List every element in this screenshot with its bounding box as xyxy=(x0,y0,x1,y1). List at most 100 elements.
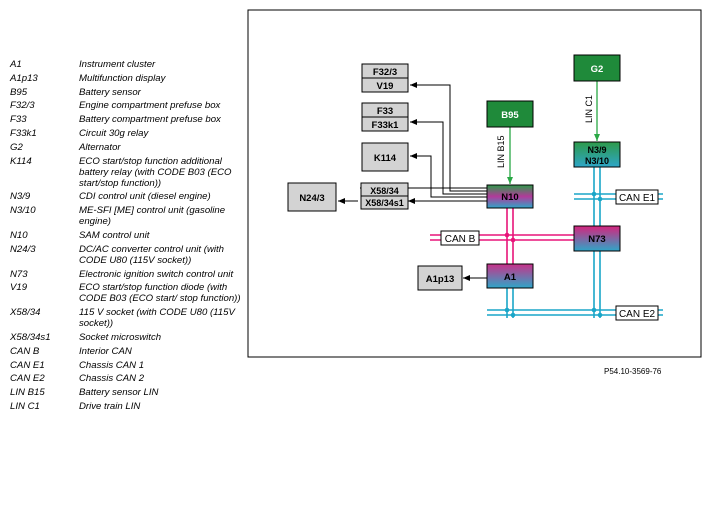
lin-c1-label: LIN C1 xyxy=(584,95,594,123)
box-a1p13: A1p13 xyxy=(417,265,463,291)
svg-text:V19: V19 xyxy=(377,81,394,92)
legend-item: N3/9 CDI control unit (diesel engine) xyxy=(10,191,242,202)
legend-code: N24/3 xyxy=(10,243,36,255)
legend-description: Chassis CAN 1 xyxy=(79,359,145,371)
legend-description: Instrument cluster xyxy=(79,59,156,70)
legend-description: Interior CAN xyxy=(79,345,132,357)
svg-text:A1: A1 xyxy=(504,272,517,283)
legend-code: LIN C1 xyxy=(10,400,40,412)
legend-item: B95 Battery sensor xyxy=(10,87,242,98)
svg-text:N3/9: N3/9 xyxy=(587,145,606,155)
legend-description: Alternator xyxy=(79,141,121,153)
box-k114: K114 xyxy=(361,142,409,172)
legend-code: A1 xyxy=(10,59,22,70)
svg-text:N73: N73 xyxy=(588,234,605,245)
lin-b15-label: LIN B15 xyxy=(496,135,506,168)
legend-item: LIN C1 Drive train LIN xyxy=(10,401,242,412)
box-n10: N10 xyxy=(486,184,534,209)
legend-description: Battery sensor xyxy=(79,86,141,98)
legend-description: CDI control unit (diesel engine) xyxy=(79,191,211,203)
junction-dots xyxy=(504,191,603,318)
box-b95: B95 xyxy=(486,100,534,128)
svg-text:N24/3: N24/3 xyxy=(299,193,324,204)
legend-description: Multifunction display xyxy=(79,72,166,84)
legend-item: N73 Electronic ignition switch control un… xyxy=(10,269,242,280)
label-can-b: CAN B xyxy=(440,230,480,246)
legend-code: CAN B xyxy=(10,345,40,357)
legend-item: N10 SAM control unit xyxy=(10,230,242,241)
legend-item: N24/3 DC/AC converter control unit (with … xyxy=(10,244,242,266)
legend-item: CAN B Interior CAN xyxy=(10,346,242,357)
box-x58-34: X58/34 X58/34s1 xyxy=(360,182,409,210)
figure-reference: P54.10-3569-76 xyxy=(604,367,662,376)
legend-item: K114 ECO start/stop function additional b… xyxy=(10,156,242,189)
box-g2: G2 xyxy=(573,54,621,82)
label-can-e2: CAN E2 xyxy=(615,305,659,321)
legend-code: V19 xyxy=(10,282,28,294)
legend-code: N73 xyxy=(10,268,28,280)
legend-code: X58/34 xyxy=(10,307,41,319)
legend-code: N10 xyxy=(10,229,28,241)
svg-text:CAN E2: CAN E2 xyxy=(619,309,656,320)
legend-item: F33k1 Circuit 30g relay xyxy=(10,128,242,139)
legend-code: A1p13 xyxy=(10,72,38,84)
legend-item: A1p13 Multifunction display xyxy=(10,73,242,84)
legend-description: SAM control unit xyxy=(79,229,150,241)
svg-text:K114: K114 xyxy=(374,153,397,164)
box-n73: N73 xyxy=(573,225,621,252)
legend-code: B95 xyxy=(10,86,28,98)
legend-item: X58/34 115 V socket (with CODE U80 (115V … xyxy=(10,307,242,329)
box-n3: N3/9 N3/10 xyxy=(573,141,621,168)
legend-description: DC/AC converter control unit (with CODE … xyxy=(79,243,225,266)
legend-description: Electronic ignition switch control unit xyxy=(79,268,234,280)
svg-text:F33k1: F33k1 xyxy=(372,120,400,131)
legend-code: F33k1 xyxy=(10,127,37,139)
legend-code: CAN E2 xyxy=(10,373,45,385)
legend-description: Socket microswitch xyxy=(79,331,162,343)
legend-item: F33 Battery compartment prefuse box xyxy=(10,114,242,125)
legend-item: CAN E2 Chassis CAN 2 xyxy=(10,373,242,384)
legend-code: F32/3 xyxy=(10,100,35,112)
legend-item: LIN B15 Battery sensor LIN xyxy=(10,387,242,398)
label-can-e1: CAN E1 xyxy=(615,189,659,205)
svg-text:A1p13: A1p13 xyxy=(426,274,455,285)
legend-item: A1 Instrument cluster xyxy=(10,59,242,70)
legend-code: CAN E1 xyxy=(10,359,45,371)
legend-code: F33 xyxy=(10,114,27,126)
svg-text:CAN B: CAN B xyxy=(445,234,476,245)
legend-code: N3/10 xyxy=(10,205,36,217)
box-f32-3: F32/3 V19 xyxy=(361,63,409,93)
legend-code: N3/9 xyxy=(10,191,31,203)
legend-description: Drive train LIN xyxy=(79,400,141,412)
legend-description: Battery sensor LIN xyxy=(79,387,159,399)
legend-item: CAN E1 Chassis CAN 1 xyxy=(10,360,242,371)
legend-code: X58/34s1 xyxy=(10,331,51,343)
box-n24-3: N24/3 xyxy=(287,182,337,212)
legend-item: F32/3 Engine compartment prefuse box xyxy=(10,100,242,111)
legend-description: Chassis CAN 2 xyxy=(79,373,145,385)
legend-description: Engine compartment prefuse box xyxy=(79,100,221,112)
svg-text:G2: G2 xyxy=(591,64,604,75)
legend-item: X58/34s1 Socket microswitch xyxy=(10,332,242,343)
legend-description: ME-SFI [ME] control unit (gasoline engin… xyxy=(79,205,226,228)
legend-description: Circuit 30g relay xyxy=(79,127,149,139)
box-a1: A1 xyxy=(486,263,534,289)
svg-text:N3/10: N3/10 xyxy=(585,156,609,166)
legend-code: LIN B15 xyxy=(10,387,45,399)
svg-text:N10: N10 xyxy=(501,192,518,203)
svg-text:F33: F33 xyxy=(377,106,393,117)
legend-description: 115 V socket (with CODE U80 (115V socket… xyxy=(79,307,235,330)
legend-description: Battery compartment prefuse box xyxy=(79,114,221,126)
svg-text:F32/3: F32/3 xyxy=(373,67,397,78)
svg-text:B95: B95 xyxy=(501,110,519,121)
legend-code: K114 xyxy=(10,155,32,167)
svg-text:X58/34s1: X58/34s1 xyxy=(365,198,404,208)
junction-dots-canb xyxy=(504,232,516,243)
legend-description: ECO start/stop function additional batte… xyxy=(79,155,232,189)
svg-text:CAN E1: CAN E1 xyxy=(619,193,656,204)
legend-description: ECO start/stop function diode (with CODE… xyxy=(79,282,241,305)
box-f33: F33 F33k1 xyxy=(361,102,409,132)
